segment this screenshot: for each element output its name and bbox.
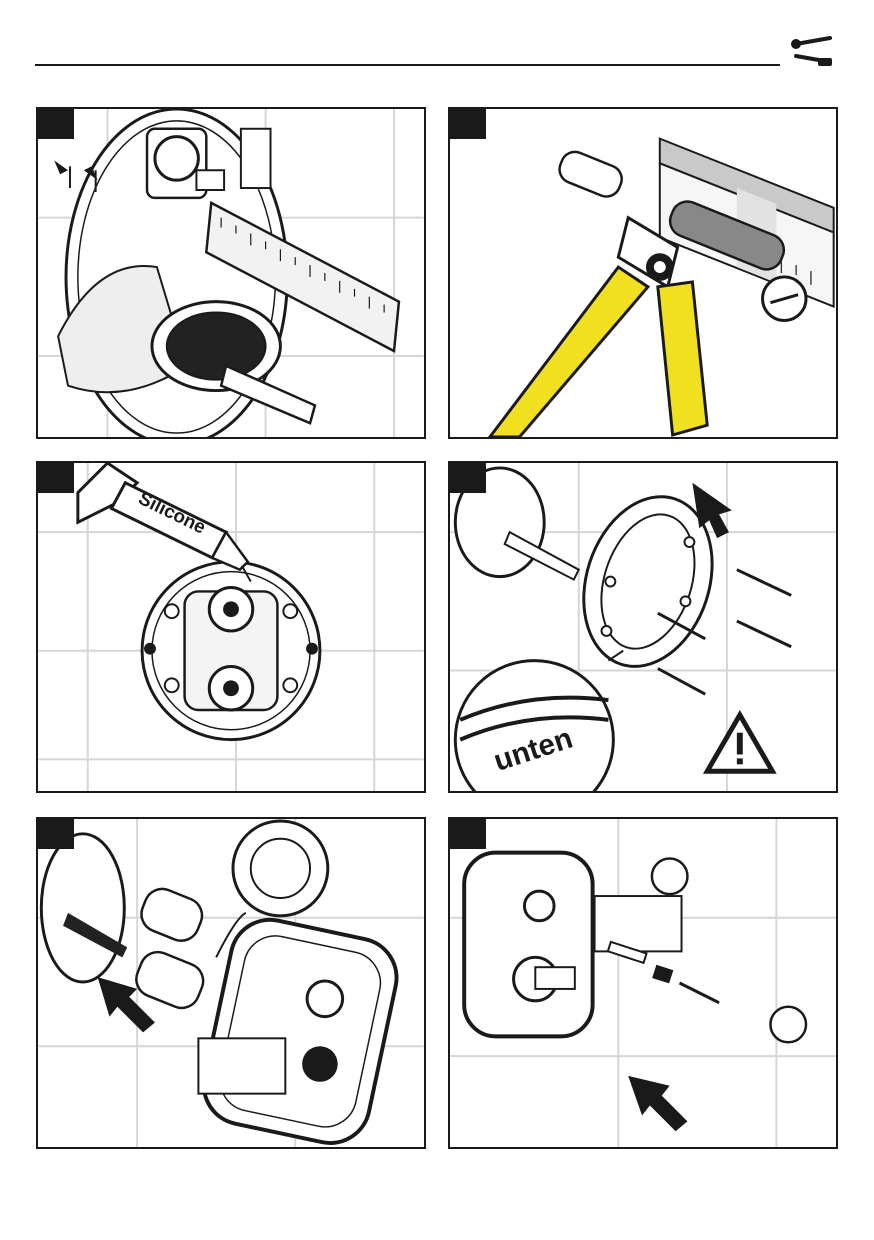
step-panel-5 <box>36 817 426 1149</box>
cutter-pliers-icon <box>488 137 835 437</box>
ruler-measure-icon <box>38 109 424 437</box>
step-panel-6 <box>448 817 838 1149</box>
silicone-gun-icon: Silicone <box>38 463 424 791</box>
sleeve-assembly-icon <box>38 819 424 1147</box>
step-panel-1 <box>36 107 426 439</box>
header-rule <box>35 64 780 66</box>
tools-icon <box>791 36 832 66</box>
step-panel-2 <box>448 107 838 439</box>
step-badge-4 <box>450 463 486 493</box>
step-panel-3: Silicone <box>36 461 426 793</box>
ring-orientation-diagram: unten <box>450 463 836 791</box>
warning-triangle-icon <box>702 709 777 774</box>
step-panel-4: unten <box>448 461 838 793</box>
step-badge-2 <box>450 109 486 139</box>
step-badge-6 <box>450 819 486 849</box>
trim-plate-icon <box>450 819 836 1147</box>
step-badge-3 <box>38 463 74 493</box>
step-badge-1 <box>38 109 74 139</box>
step-badge-5 <box>38 819 74 849</box>
